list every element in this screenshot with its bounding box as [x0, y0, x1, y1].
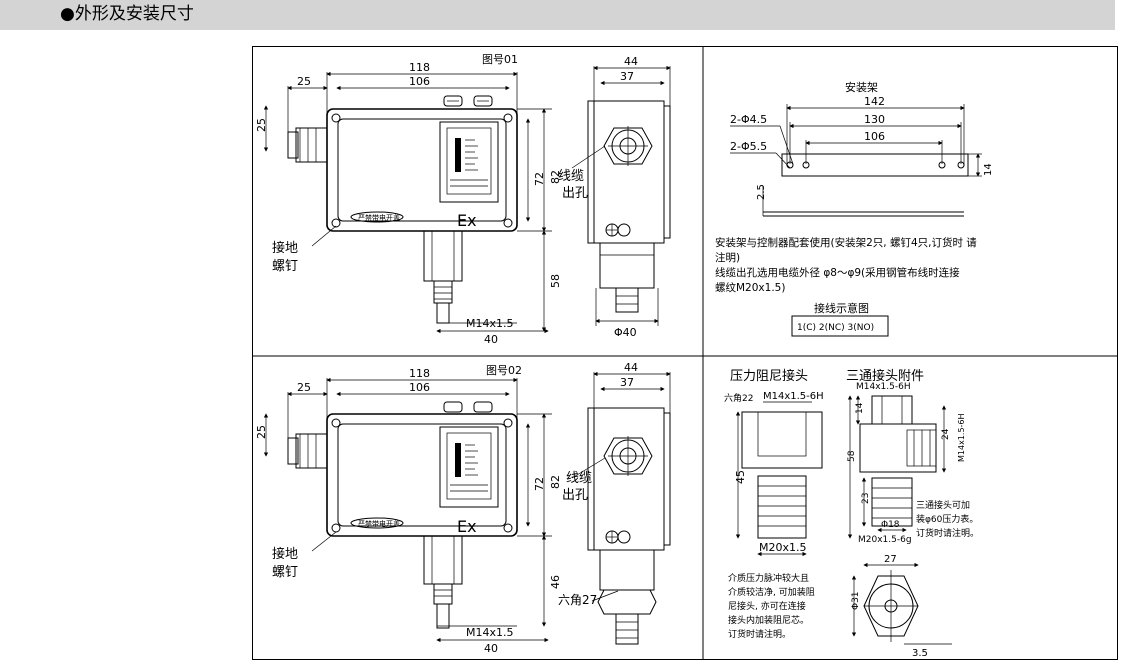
sheet-border	[252, 46, 1118, 660]
ground-label-1: 接地	[272, 240, 298, 256]
figure-02-label: 图号02	[486, 364, 522, 377]
bracket-dim-130: 130	[864, 113, 885, 126]
cable-label-b2: 出孔	[562, 488, 588, 503]
dim-25-height: 25	[255, 118, 268, 132]
dim-118: 118	[409, 61, 430, 74]
bracket-dim-106: 106	[864, 130, 885, 143]
hex-27-label: 六角27	[558, 593, 597, 607]
wiring-terminals: 1(C) 2(NC) 3(NO)	[797, 323, 874, 333]
tee-dim-27: 27	[884, 554, 897, 565]
dim-82: 82	[549, 170, 562, 184]
tee-title: 三通接头附件	[846, 368, 924, 384]
damper-note-3: 尼接头, 亦可在连接	[728, 600, 806, 612]
bracket-dim-14: 14	[983, 163, 994, 176]
tee-thread-top: M14x1.5-6H	[856, 382, 911, 392]
tee-dim-phi18: Φ18	[881, 520, 900, 530]
dim-58: 58	[549, 274, 562, 288]
cable-label-1: 线缆	[558, 168, 584, 184]
bracket-dim-2-5: 2.5	[756, 184, 767, 200]
tee-dim-23: 23	[861, 493, 871, 504]
bracket-note-1: 安装架与控制器配套使用(安装架2只, 螺钉4只,订货时 请	[715, 236, 977, 249]
ex-mark-b: Ex	[457, 517, 477, 536]
tee-dim-14: 14	[855, 402, 865, 414]
figure-01-label: 图号01	[482, 53, 518, 66]
thread-m14-b: M14x1.5	[466, 626, 514, 639]
section-title: ●外形及安装尺寸	[60, 4, 194, 24]
ground-label-2: 螺钉	[272, 259, 298, 274]
damper-note-1: 介质压力脉冲较大且	[728, 572, 809, 584]
damper-note-5: 订货时请注明。	[728, 628, 791, 640]
damper-m20: M20x1.5	[759, 541, 807, 554]
tee-dim-24: 24	[941, 428, 951, 440]
dim-40-b: 40	[484, 642, 498, 655]
ground-label-b1: 接地	[272, 546, 298, 562]
tee-fitting: 三通接头附件 M14x1.5-6H 14 24 M14x1.5-6H 58 23…	[846, 368, 979, 659]
tee-dim-58: 58	[847, 450, 857, 462]
dim-25-height-b: 25	[255, 425, 268, 439]
mounting-bracket: 安装架 142 130 106 2-Φ4.5 2-Φ5.5 14 2.5 安装架…	[715, 80, 994, 337]
ex-mark: Ex	[457, 211, 477, 230]
bracket-dim-142: 142	[864, 95, 885, 108]
thread-m14: M14x1.5	[466, 317, 514, 330]
side-dim-44-b: 44	[624, 361, 638, 374]
warning-plate-b: 严禁带电开盖	[358, 519, 400, 528]
dim-40: 40	[484, 333, 498, 346]
damper-hex: 六角22	[724, 392, 753, 404]
tee-note-1: 三通接头可加	[916, 499, 970, 511]
tee-thread-side: M14x1.5-6H	[957, 413, 966, 462]
figure-02: 图号02 118 106 25 25 严禁带电开盖 Ex	[255, 361, 671, 655]
dim-25-width: 25	[297, 75, 311, 88]
damper-title: 压力阻尼接头	[730, 368, 808, 384]
bracket-title: 安装架	[845, 80, 878, 94]
bracket-note-2: 注明)	[715, 251, 740, 264]
cable-label-2: 出孔	[562, 186, 588, 201]
figure-01: 图号01 118 106 25 25 严禁带电开盖	[255, 53, 671, 346]
damper-dim-45: 45	[734, 470, 747, 484]
damper-thread: M14x1.5-6H	[763, 391, 824, 402]
hole-phi45: 2-Φ4.5	[730, 113, 767, 126]
side-dim-44: 44	[624, 55, 638, 68]
bracket-note-3: 线缆出孔选用电缆外径 φ8～φ9(采用钢管布线时连接	[715, 266, 960, 279]
dim-25-width-b: 25	[297, 381, 311, 394]
side-dim-37: 37	[620, 70, 634, 83]
tee-note-3: 订货时请注明。	[916, 527, 979, 539]
bracket-note-4: 螺纹M20x1.5)	[715, 281, 785, 294]
tee-dim-phi31: Φ31	[851, 591, 861, 610]
dim-118-b: 118	[409, 367, 430, 380]
tee-m20: M20x1.5-6g	[858, 535, 912, 545]
section-header: ●外形及安装尺寸	[0, 0, 1115, 30]
dim-82-b: 82	[549, 475, 562, 489]
dim-106: 106	[409, 75, 430, 88]
tee-note-2: 装φ60压力表。	[916, 513, 978, 525]
dim-46: 46	[549, 575, 562, 589]
wiring-title: 接线示意图	[814, 301, 869, 315]
damper-note-2: 介质较洁净, 可加装阻	[728, 586, 815, 598]
damper-note-4: 接头内加装阻尼芯。	[728, 614, 809, 626]
side-dim-phi40: Φ40	[614, 326, 637, 339]
side-dim-37-b: 37	[620, 376, 634, 389]
cable-label-b1: 线缆	[566, 470, 592, 486]
hole-phi55: 2-Φ5.5	[730, 140, 767, 153]
ground-label-b2: 螺钉	[272, 565, 298, 580]
drawing-sheet: 图号01 118 106 25 25 严禁带电开盖	[252, 46, 1118, 660]
wiring-box	[791, 315, 889, 337]
warning-plate: 严禁带电开盖	[358, 213, 400, 222]
tee-dim-3-5: 3.5	[912, 648, 928, 659]
dim-106-b: 106	[409, 381, 430, 394]
damper-fitting: 压力阻尼接头 六角22 M14x1.5-6H 45 M20x1.5 介质压力脉冲…	[724, 368, 824, 640]
